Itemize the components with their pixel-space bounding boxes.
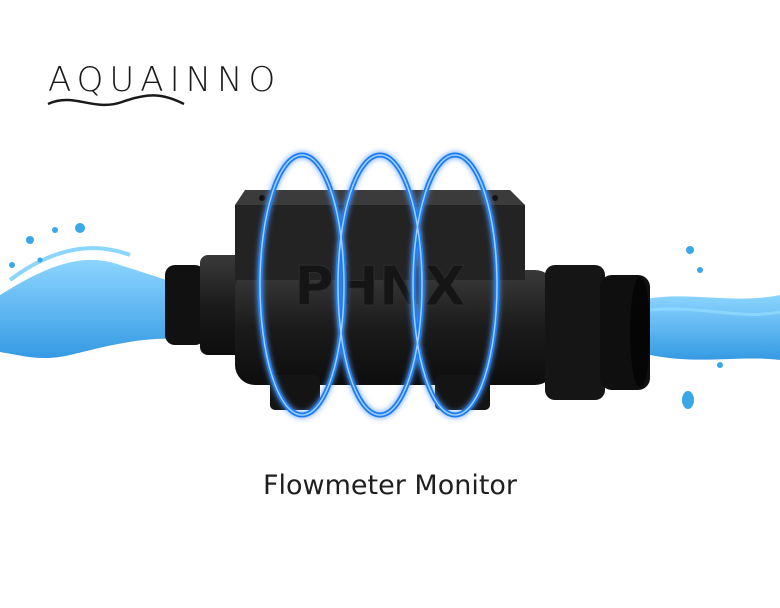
brand-logo-text: AQUAINNO <box>48 60 282 100</box>
product-caption: Flowmeter Monitor <box>262 470 518 501</box>
flowmeter-device <box>165 190 650 410</box>
signal-rings <box>257 152 500 418</box>
logo-wave-icon <box>47 94 185 107</box>
product-illustration: PHNX <box>0 152 780 418</box>
brand-logo: AQUAINNO <box>44 58 304 110</box>
water-splash-left <box>0 223 190 359</box>
housing-marking: PHNX <box>294 255 466 318</box>
water-splash-right <box>640 246 780 409</box>
